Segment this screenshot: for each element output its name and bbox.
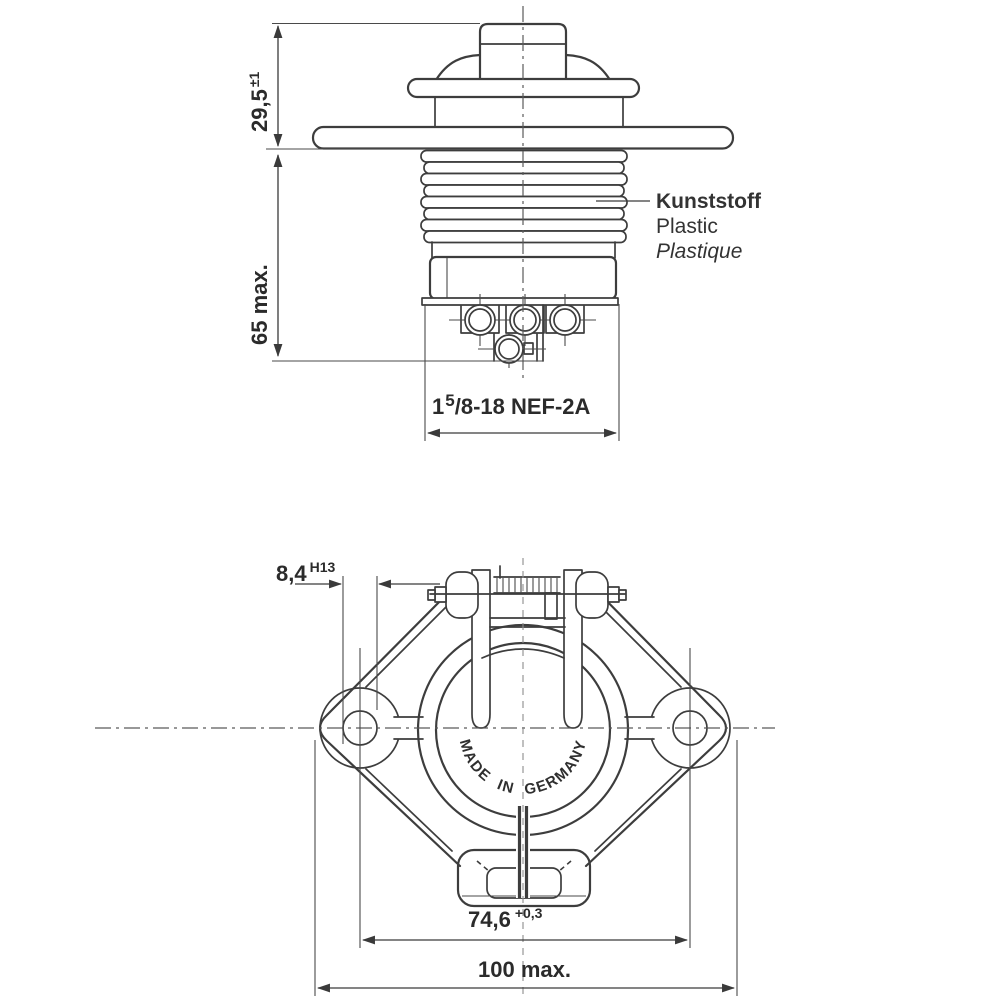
thread-section: [420, 149, 628, 244]
latch-assembly: [456, 806, 592, 908]
latch-corner-dash-left: [476, 860, 491, 873]
upper-neck: [434, 96, 624, 128]
hinge-cap-right: [575, 571, 609, 619]
dim-hole-spacing: 74,6+0,3: [359, 648, 691, 948]
dim-29-5-label: 29,5±1: [246, 71, 272, 132]
dim-100-label: 100 max.: [478, 957, 571, 982]
dim-overall-width: 100 max.: [314, 740, 738, 996]
hinge-cap-left: [445, 571, 479, 619]
material-label-en: Plastic: [656, 215, 718, 238]
latch-corner-dash-right: [557, 860, 572, 873]
material-label-fr: Plastique: [656, 240, 742, 263]
screw-1: [464, 304, 496, 336]
screw-2: [509, 304, 541, 336]
dim-65-label: 65 max.: [247, 264, 272, 345]
latch-pin: [516, 806, 530, 898]
material-callout: Kunststoff Plastic Plastique: [596, 190, 762, 263]
screw-4: [494, 334, 524, 364]
lower-neck: [431, 241, 616, 259]
hinge-spring: [493, 565, 561, 620]
terminal-plate: [421, 297, 619, 306]
material-label-de: Kunststoff: [656, 190, 762, 213]
dim-74-6-label: 74,6+0,3: [468, 905, 543, 932]
dim-height-above-panel: 29,5±1: [246, 22, 480, 150]
thread-spec-label: 15/8-18 NEF-2A: [432, 391, 591, 419]
terminal-screws: [449, 294, 596, 368]
lid-hinge-assembly: [427, 565, 627, 729]
dim-thread: 15/8-18 NEF-2A: [424, 304, 620, 441]
hinge-tip-right: [618, 589, 627, 601]
top-knob: [478, 22, 568, 82]
side-view-drawing: 29,5±1 65 max. 15/8-18 NEF-2A Kunststoff…: [246, 6, 762, 441]
screw-3: [549, 304, 581, 336]
hinge-tip-left: [427, 589, 436, 601]
dim-height-below-panel: 65 max.: [247, 153, 543, 362]
